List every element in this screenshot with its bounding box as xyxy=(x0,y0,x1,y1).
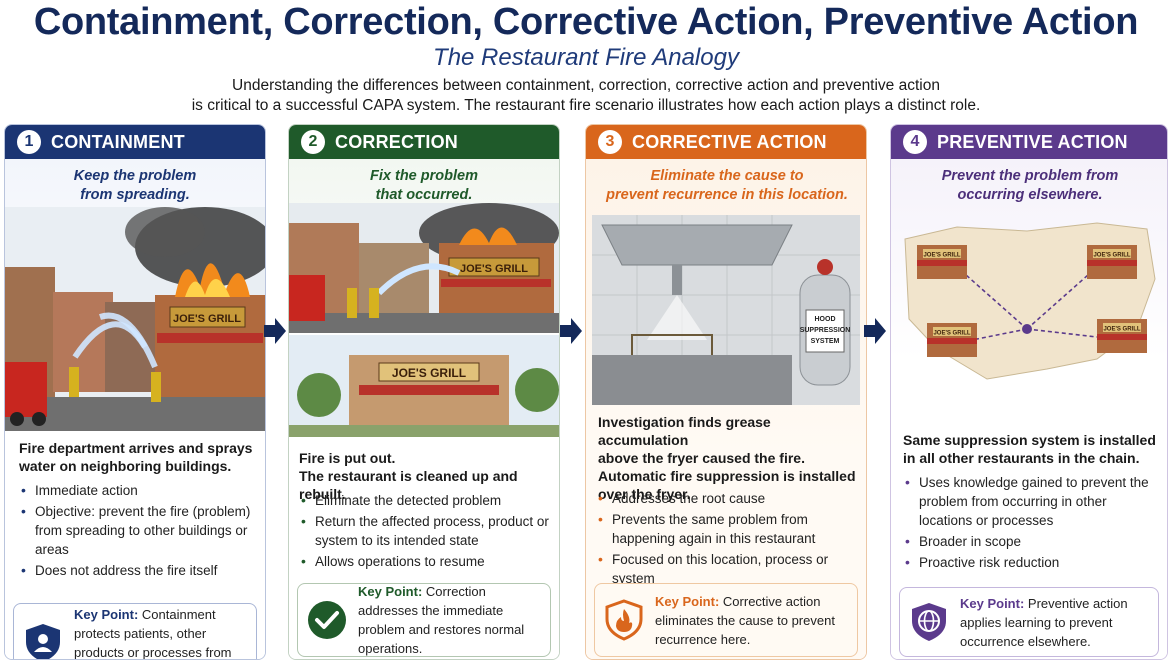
step-number-badge: 4 xyxy=(903,130,927,154)
description-line-2: water on neighboring buildings. xyxy=(19,458,232,474)
fire-scene-illustration: JOE'S GRILL xyxy=(5,207,265,431)
intro-text: Understanding the differences between co… xyxy=(0,76,1172,116)
list-item: Objective: prevent the fire (problem) fr… xyxy=(19,502,259,559)
panel-tagline: Eliminate the cause to prevent recurrenc… xyxy=(596,167,858,205)
list-item: Allows operations to resume xyxy=(299,552,555,571)
sign-text: JOE'S GRILL xyxy=(923,253,960,259)
sign-text: JOE'S GRILL xyxy=(392,366,466,380)
bullet-list: Addresses the root cause Prevents the sa… xyxy=(596,489,858,590)
description-line-3: Automatic fire suppression is installed xyxy=(598,468,856,484)
tagline-line-2: that occurred. xyxy=(375,187,473,203)
panel-tagline: Keep the problem from spreading. xyxy=(45,167,225,205)
checkmark-icon xyxy=(306,599,348,641)
panel-header: 3 CORRECTIVE ACTION xyxy=(586,125,866,159)
intro-line-1: Understanding the differences between co… xyxy=(232,77,940,94)
sign-text: JOE'S GRILL xyxy=(173,313,241,325)
sign-text: JOE'S GRILL xyxy=(460,263,528,275)
key-point-label: Key Point: xyxy=(358,584,423,599)
page-title: Containment, Correction, Corrective Acti… xyxy=(33,1,1139,43)
list-item: Prevents the same problem from happening… xyxy=(596,510,858,548)
key-point-text: Key Point: Containment protects patients… xyxy=(74,605,248,660)
tagline-line-2: from spreading. xyxy=(80,187,190,203)
step-number-badge: 3 xyxy=(598,130,622,154)
description-line-1: Investigation finds grease accumulation xyxy=(598,414,771,448)
panel-tagline: Fix the problem that occurred. xyxy=(329,167,519,205)
panel-description: Fire department arrives and sprays water… xyxy=(19,439,259,475)
key-point-body: Correction addresses the immediate probl… xyxy=(358,584,525,656)
tagline-line-1: Keep the problem xyxy=(73,168,197,184)
shield-person-icon xyxy=(22,622,64,659)
panel-heading: CONTAINMENT xyxy=(51,131,185,152)
intro-line-2: is critical to a successful CAPA system.… xyxy=(191,97,981,114)
list-item: Focused on this location, process or sys… xyxy=(596,550,858,588)
tank-label-line-3: SYSTEM xyxy=(811,338,840,345)
firefighters-illustration: JOE'S GRILL xyxy=(289,203,559,333)
tagline-line-2: prevent recurrence in this location. xyxy=(606,187,848,203)
list-item: Eliminate the detected problem xyxy=(299,491,555,510)
panel-preventive-action: 4 PREVENTIVE ACTION Prevent the problem … xyxy=(890,124,1168,660)
panel-heading: CORRECTIVE ACTION xyxy=(632,131,827,152)
key-point-label: Key Point: xyxy=(655,593,720,609)
page-subtitle: The Restaurant Fire Analogy xyxy=(433,44,739,71)
restaurant-chain-map-illustration: JOE'S GRILL JOE'S GRILL JOE'S GRILL JOE'… xyxy=(897,209,1163,389)
panel-heading: CORRECTION xyxy=(335,131,458,152)
sign-text: JOE'S GRILL xyxy=(1103,327,1140,333)
step-number-badge: 2 xyxy=(301,130,325,154)
key-point-text: Key Point: Corrective action eliminates … xyxy=(655,592,849,649)
globe-shield-icon xyxy=(908,601,950,643)
kitchen-hood-illustration: HOOD SUPPRESSION SYSTEM xyxy=(592,215,860,405)
key-point-body: Preventive action applies learning to pr… xyxy=(960,595,1128,649)
arrow-right-icon xyxy=(560,318,582,344)
description-line-1: Fire is put out. xyxy=(299,450,396,466)
description-line-2: above the fryer caused the fire. xyxy=(598,450,805,466)
panel-corrective-action: 3 CORRECTIVE ACTION Eliminate the cause … xyxy=(585,124,867,660)
list-item: Does not address the fire itself xyxy=(19,561,259,580)
tank-label-line-2: SUPPRESSION xyxy=(800,327,851,334)
shield-flame-icon xyxy=(603,599,645,641)
key-point-text: Key Point: Preventive action applies lea… xyxy=(960,594,1150,651)
tank-label-line-1: HOOD xyxy=(815,316,836,323)
panel-containment: 1 CONTAINMENT Keep the problem from spre… xyxy=(4,124,266,660)
tagline-line-1: Fix the problem xyxy=(370,168,478,184)
key-point-body: Corrective action eliminates the cause t… xyxy=(655,593,835,647)
key-point-body: Containment protects patients, other pro… xyxy=(74,607,232,660)
arrow-right-icon xyxy=(864,318,886,344)
key-point-box: Key Point: Correction addresses the imme… xyxy=(297,583,551,657)
key-point-box: Key Point: Containment protects patients… xyxy=(13,603,257,660)
list-item: Proactive risk reduction xyxy=(903,553,1161,572)
rebuilt-restaurant-illustration: JOE'S GRILL xyxy=(289,335,559,437)
list-item: Broader in scope xyxy=(903,532,1161,551)
list-item: Addresses the root cause xyxy=(596,489,858,508)
tagline-line-1: Prevent the problem from xyxy=(941,168,1119,184)
panel-correction: 2 CORRECTION Fix the problem that occurr… xyxy=(288,124,560,660)
step-number-badge: 1 xyxy=(17,130,41,154)
list-item: Uses knowledge gained to prevent the pro… xyxy=(903,473,1161,530)
description-line-1: Fire department arrives and sprays xyxy=(19,440,253,456)
panel-heading: PREVENTIVE ACTION xyxy=(937,131,1128,152)
key-point-box: Key Point: Preventive action applies lea… xyxy=(899,587,1159,657)
bullet-list: Immediate action Objective: prevent the … xyxy=(19,481,259,582)
list-item: Immediate action xyxy=(19,481,259,500)
key-point-text: Key Point: Correction addresses the imme… xyxy=(358,582,542,658)
panel-header: 4 PREVENTIVE ACTION xyxy=(891,125,1167,159)
bullet-list: Eliminate the detected problem Return th… xyxy=(299,491,555,573)
key-point-box: Key Point: Corrective action eliminates … xyxy=(594,583,858,657)
bullet-list: Uses knowledge gained to prevent the pro… xyxy=(903,473,1161,574)
panel-header: 1 CONTAINMENT xyxy=(5,125,265,159)
description-line-2: in all other restaurants in the chain. xyxy=(903,450,1140,466)
panel-header: 2 CORRECTION xyxy=(289,125,559,159)
panel-tagline: Prevent the problem from occurring elsew… xyxy=(921,167,1139,205)
arrow-right-icon xyxy=(264,318,286,344)
tagline-line-2: occurring elsewhere. xyxy=(957,187,1103,203)
sign-text: JOE'S GRILL xyxy=(933,331,970,337)
panel-description: Same suppression system is installed in … xyxy=(903,431,1165,467)
key-point-label: Key Point: xyxy=(74,607,139,622)
list-item: Return the affected process, product or … xyxy=(299,512,555,550)
tagline-line-1: Eliminate the cause to xyxy=(650,168,804,184)
sign-text: JOE'S GRILL xyxy=(1093,253,1130,259)
description-line-1: Same suppression system is installed xyxy=(903,432,1156,448)
key-point-label: Key Point: xyxy=(960,595,1025,611)
